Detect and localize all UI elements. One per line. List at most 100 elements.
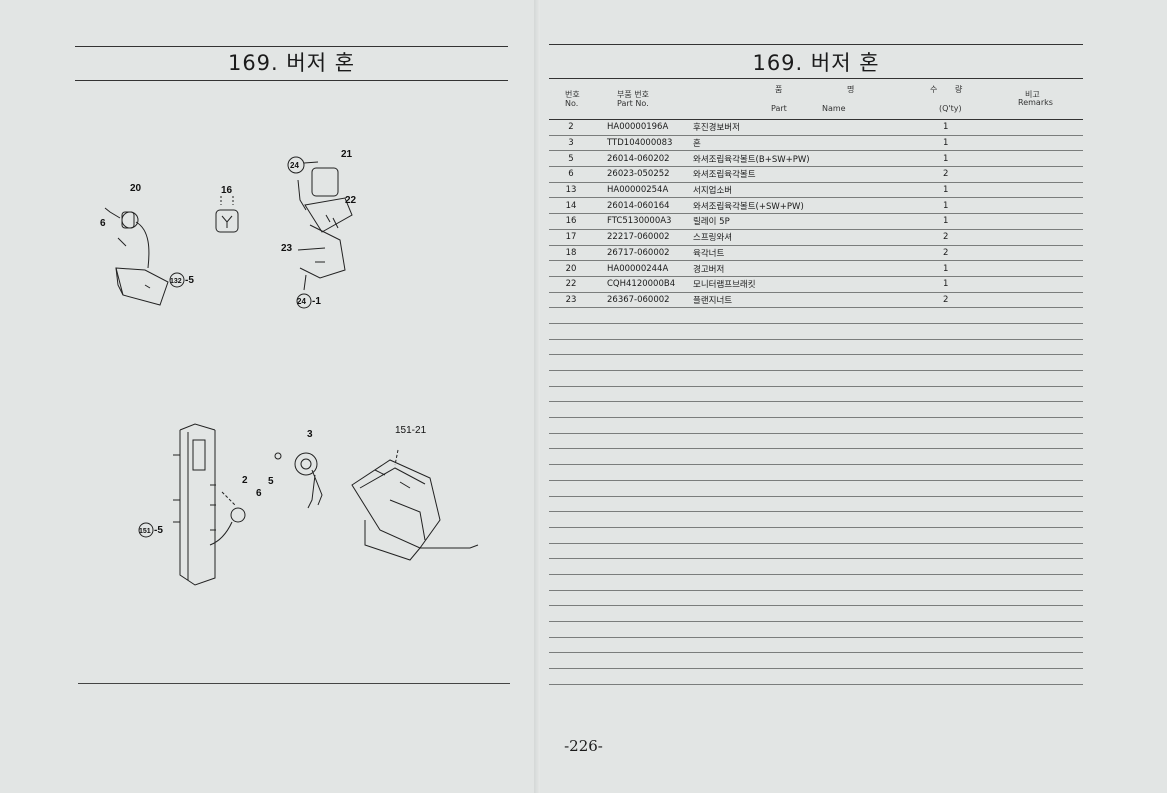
row-no: 5 <box>549 150 593 168</box>
empty-table-row <box>549 386 1083 403</box>
row-part-no: 26014-060202 <box>593 150 693 168</box>
empty-table-row <box>549 527 1083 544</box>
empty-table-row <box>549 511 1083 528</box>
callout-5-c: -5 <box>154 525 163 536</box>
callout-22: 22 <box>345 195 357 206</box>
row-remarks <box>993 292 1083 309</box>
empty-table-row <box>549 543 1083 560</box>
row-name: 플랜지너트 <box>693 292 943 309</box>
empty-table-row <box>549 433 1083 450</box>
callout-24-top: 24 <box>290 161 299 170</box>
empty-table-row <box>549 448 1083 466</box>
row-part-no: 26014-060164 <box>593 197 693 215</box>
column-post-assembly <box>138 423 246 586</box>
row-part-no: HA00000196A <box>593 119 693 136</box>
empty-table-row <box>549 354 1083 371</box>
row-remarks <box>993 229 1083 246</box>
callout-5-a: -5 <box>185 275 194 286</box>
empty-table-row <box>549 558 1083 575</box>
row-no: 6 <box>549 166 593 183</box>
row-part-no: 26367-060002 <box>593 292 693 309</box>
empty-table-row <box>549 480 1083 497</box>
row-no: 23 <box>549 292 593 309</box>
header-no-kr: 번호 <box>565 90 580 99</box>
callout-3: 3 <box>307 429 313 440</box>
row-qty: 1 <box>943 260 993 277</box>
left-page: 169. 버저 혼 <box>0 0 560 793</box>
row-qty: 1 <box>943 213 993 230</box>
header-remarks-kr: 비고 <box>1025 90 1040 99</box>
row-no: 13 <box>549 182 593 199</box>
row-remarks <box>993 197 1083 215</box>
empty-table-row <box>549 496 1083 513</box>
empty-table-row <box>549 668 1083 685</box>
row-qty: 2 <box>943 245 993 262</box>
callout-24-bottom: 24 <box>297 297 306 306</box>
row-name: 후진경보버저 <box>693 119 943 136</box>
row-remarks <box>993 119 1083 136</box>
header-part-no-kr: 부품 번호 <box>617 90 649 99</box>
frame-structure <box>351 449 479 561</box>
row-name: 와셔조립육각볼트(B+SW+PW) <box>693 150 943 168</box>
empty-table-row <box>549 339 1083 356</box>
row-no: 3 <box>549 135 593 152</box>
callout-16: 16 <box>221 185 233 196</box>
diagram-title: 169. 버저 혼 <box>75 46 508 81</box>
row-part-no: 26023-050252 <box>593 166 693 183</box>
row-remarks <box>993 182 1083 199</box>
row-part-no: 22217-060002 <box>593 229 693 246</box>
header-name-en: Name <box>822 104 846 113</box>
row-name: 스프링와셔 <box>693 229 943 246</box>
header-remarks-en: Remarks <box>1018 98 1053 107</box>
row-no: 18 <box>549 245 593 262</box>
row-qty: 1 <box>943 150 993 168</box>
callout-20: 20 <box>130 183 142 194</box>
callout-151-21: 151-21 <box>395 425 427 436</box>
row-remarks <box>993 135 1083 152</box>
row-name: 혼 <box>693 135 943 152</box>
header-name-kr-1: 품 <box>775 85 783 94</box>
row-qty: 1 <box>943 197 993 215</box>
header-part-en: Part <box>771 104 787 113</box>
row-part-no: TTD104000083 <box>593 135 693 152</box>
monitor-lamp-assembly <box>287 156 353 309</box>
header-no-en: No. <box>565 99 579 108</box>
page-number: -226- <box>564 737 603 755</box>
row-qty: 2 <box>943 229 993 246</box>
row-qty: 1 <box>943 182 993 199</box>
row-part-no: FTC5130000A3 <box>593 213 693 230</box>
row-no: 20 <box>549 260 593 277</box>
row-name: 와셔조립육각볼트 <box>693 166 943 183</box>
table-header: 번호 No. 부품 번호 Part No. 품 명 Part Name 수 량 … <box>549 82 1083 120</box>
row-remarks <box>993 166 1083 183</box>
row-part-no: HA00000254A <box>593 182 693 199</box>
header-qty-kr-2: 량 <box>955 85 963 94</box>
row-name: 육각너트 <box>693 245 943 262</box>
row-part-no: HA00000244A <box>593 260 693 277</box>
row-no: 14 <box>549 197 593 215</box>
page-gutter <box>534 0 540 793</box>
parts-diagram: 20 6 16 21 24 22 23 132 -5 24 -1 3 151-2… <box>100 149 479 586</box>
callout-2: 2 <box>242 475 248 486</box>
empty-table-row <box>549 621 1083 638</box>
bottom-rule <box>78 683 510 684</box>
row-name: 서지업소버 <box>693 182 943 199</box>
row-name: 모니터램프브래킷 <box>693 276 943 293</box>
row-name: 와셔조립육각볼트(+SW+PW) <box>693 197 943 215</box>
row-part-no: CQH4120000B4 <box>593 276 693 293</box>
row-no: 22 <box>549 276 593 293</box>
callout-151: 151 <box>139 528 151 535</box>
row-remarks <box>993 260 1083 277</box>
parts-list-title: 169. 버저 혼 <box>549 44 1083 79</box>
row-qty: 2 <box>943 166 993 183</box>
header-qty-kr-1: 수 <box>930 85 938 94</box>
header-qty-en: (Q'ty) <box>939 104 962 113</box>
